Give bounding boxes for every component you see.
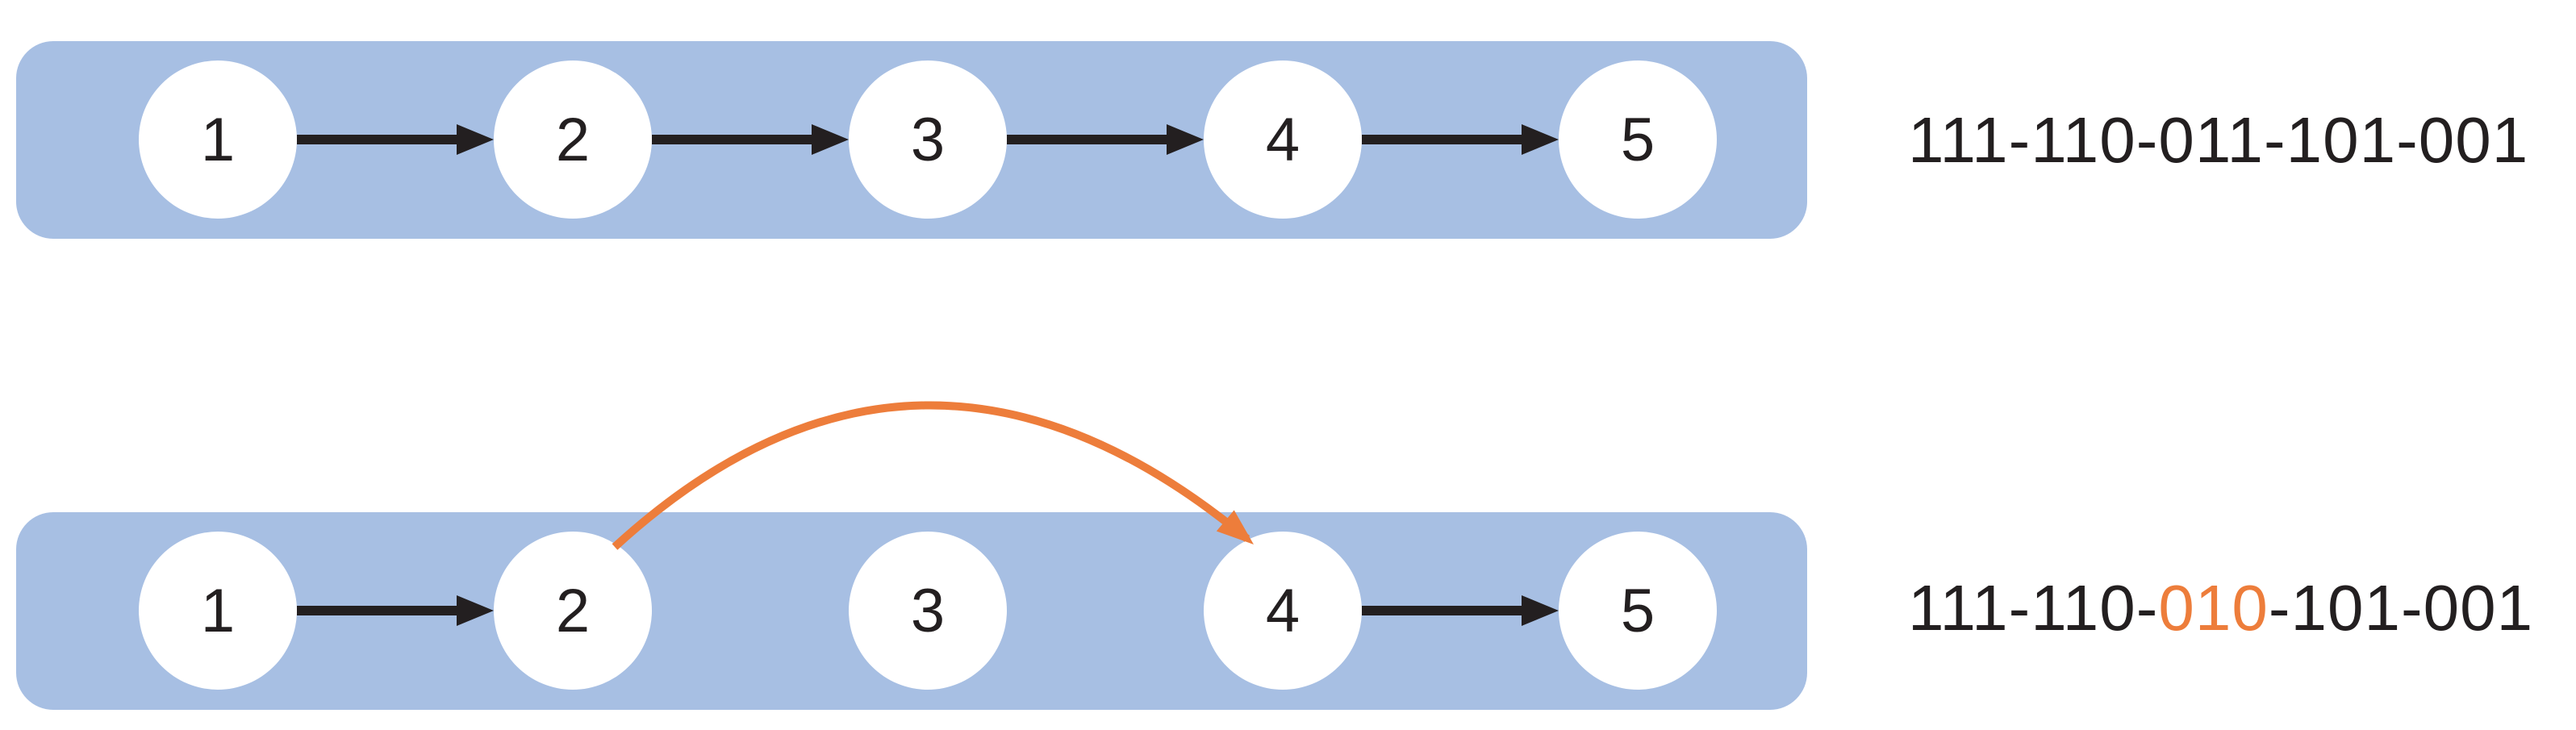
row1-node-5-label: 5	[1620, 105, 1655, 174]
row2-code-highlight: 010	[2158, 572, 2269, 644]
row1-node-3: 3	[849, 60, 1007, 219]
row2-node-3-label: 3	[910, 576, 946, 645]
row2-code-suffix: -101-001	[2268, 572, 2534, 644]
row2-node-5: 5	[1559, 532, 1717, 690]
row2-code: 111-110-010-101-001	[1908, 571, 2533, 645]
row2-node-5-label: 5	[1620, 576, 1655, 645]
row1-node-2: 2	[494, 60, 652, 219]
row2-node-1-label: 1	[200, 576, 236, 645]
row2-node-2: 2	[494, 532, 652, 690]
row2-node-3: 3	[849, 532, 1007, 690]
row1-node-5: 5	[1559, 60, 1717, 219]
row1-code-text: 111-110-011-101-001	[1908, 104, 2529, 176]
row2-node-1: 1	[139, 532, 297, 690]
row1-code: 111-110-011-101-001	[1908, 103, 2528, 177]
row2-node-4: 4	[1204, 532, 1362, 690]
row1-node-2-label: 2	[555, 105, 591, 174]
row2-node-4-label: 4	[1265, 576, 1301, 645]
row1-node-4: 4	[1204, 60, 1362, 219]
row2-node-2-label: 2	[555, 576, 591, 645]
row1-node-4-label: 4	[1265, 105, 1301, 174]
row1-node-3-label: 3	[910, 105, 946, 174]
row2-code-prefix: 111-110-	[1908, 572, 2159, 644]
row1-node-1: 1	[139, 60, 297, 219]
row1-node-1-label: 1	[200, 105, 236, 174]
